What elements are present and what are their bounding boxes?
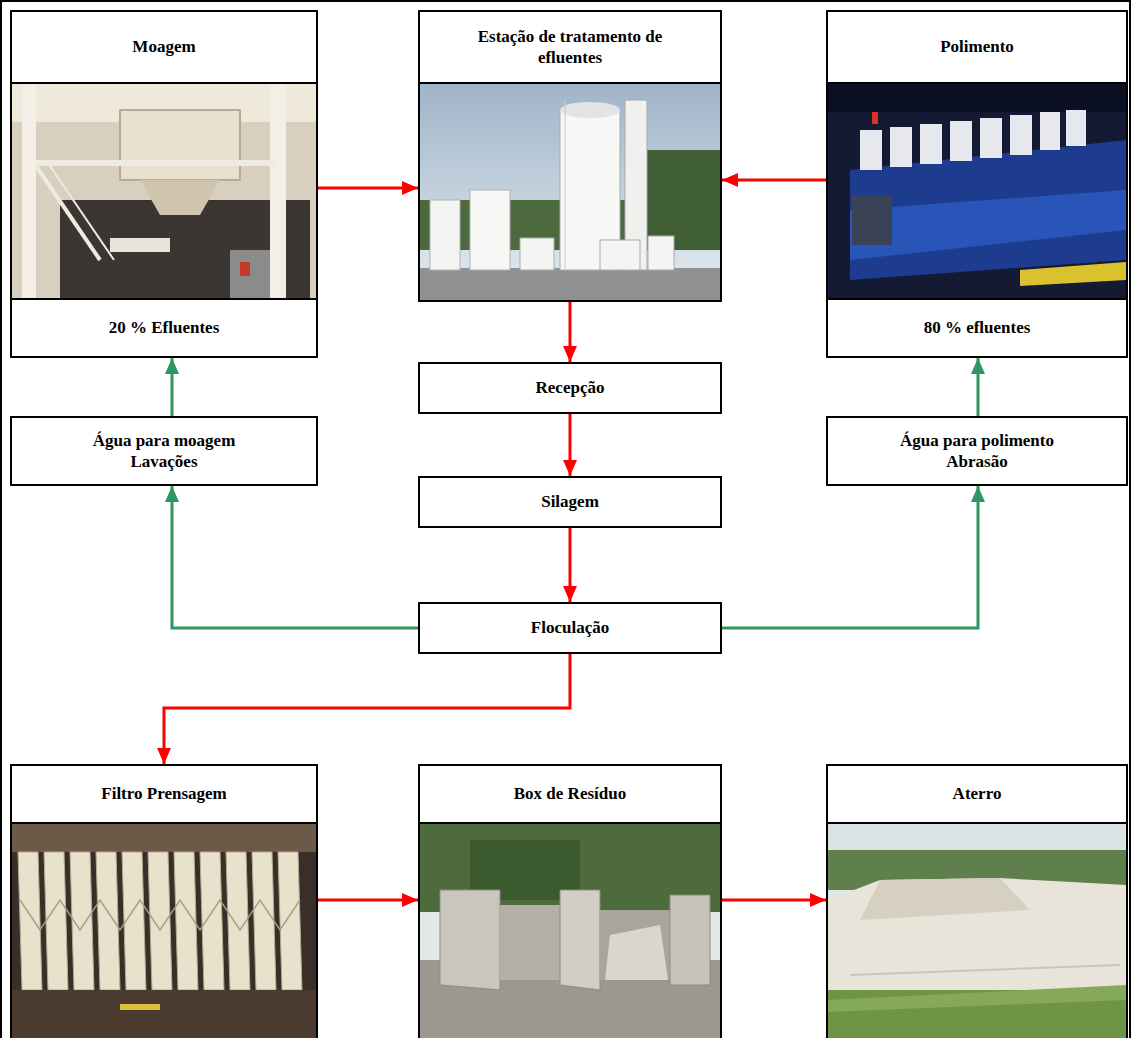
flow-arrow <box>164 654 570 764</box>
node-text: Box de Resíduo <box>514 783 626 804</box>
water-box: Água para moagem Lavações <box>10 416 318 486</box>
flow-arrow <box>318 187 418 190</box>
photo-panel: Aterro <box>826 764 1128 1038</box>
flow-arrow <box>569 414 572 476</box>
node-text: Água para polimento Abrasão <box>877 430 1077 473</box>
flow-arrow <box>318 899 418 902</box>
node-text: 20 % Efluentes <box>109 317 220 338</box>
panel-heading: Moagem <box>12 12 316 84</box>
water-return-arrow <box>977 358 980 416</box>
panel-heading: Polimento <box>828 12 1126 84</box>
node-text: Polimento <box>940 36 1014 57</box>
flow-arrow <box>569 302 572 362</box>
process-box: Silagem <box>418 476 722 528</box>
water-box: Água para polimento Abrasão <box>826 416 1128 486</box>
water-return-arrow <box>172 486 418 628</box>
flow-arrow <box>722 899 826 902</box>
photo-panel: Box de Resíduo <box>418 764 722 1038</box>
node-text: Aterro <box>953 783 1002 804</box>
node-text: Moagem <box>132 36 195 57</box>
process-box: Recepção <box>418 362 722 414</box>
panel-footer: 20 % Efluentes <box>12 298 316 356</box>
node-text: Floculação <box>531 617 609 638</box>
photo-panel: Filtro Prensagem <box>10 764 318 1038</box>
node-text: Silagem <box>541 491 599 512</box>
node-text: 80 % efluentes <box>924 317 1031 338</box>
panel-heading: Box de Resíduo <box>420 766 720 824</box>
treatment-plant-photo <box>420 82 720 300</box>
photo-panel: Estação de tratamento de efluentes <box>418 10 722 302</box>
flow-arrow <box>722 179 826 182</box>
panel-heading: Estação de tratamento de efluentes <box>420 12 720 84</box>
polishing-photo <box>828 82 1126 300</box>
panel-heading: Aterro <box>828 766 1126 824</box>
process-box: Floculação <box>418 602 722 654</box>
node-text: Água para moagem Lavações <box>64 430 264 473</box>
photo-panel: Moagem 20 % Efluentes <box>10 10 318 358</box>
photo-panel: Polimento 80 % efluentes <box>826 10 1128 358</box>
landfill-photo <box>828 822 1126 1038</box>
node-text: Filtro Prensagem <box>101 783 226 804</box>
grinding-photo <box>12 82 316 300</box>
node-text: Estação de tratamento de efluentes <box>445 26 695 69</box>
residue-box-photo <box>420 822 720 1038</box>
panel-footer: 80 % efluentes <box>828 298 1126 356</box>
panel-heading: Filtro Prensagem <box>12 766 316 824</box>
water-return-arrow <box>722 486 978 628</box>
filter-press-photo <box>12 822 316 1038</box>
water-return-arrow <box>171 358 174 416</box>
flow-arrow <box>569 528 572 602</box>
node-text: Recepção <box>536 377 605 398</box>
